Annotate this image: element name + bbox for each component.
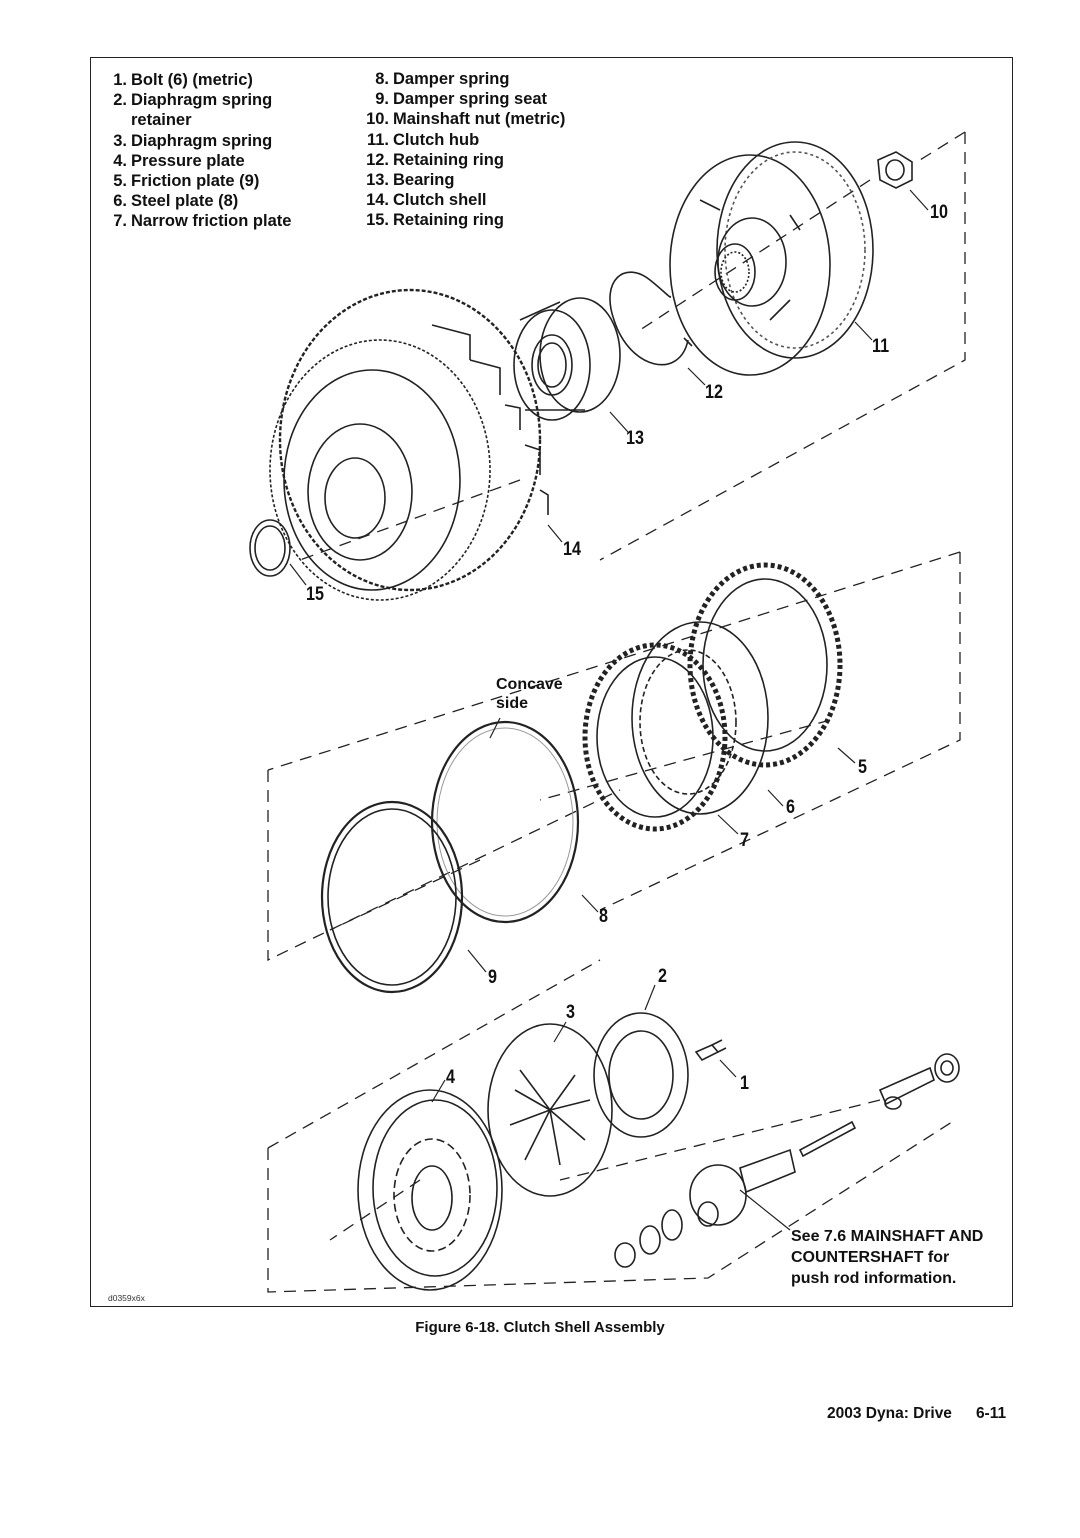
callout-6: 6: [786, 797, 795, 818]
clutch-shell: [269, 288, 549, 601]
clutch-hub: [669, 141, 874, 376]
legend-item-7: 7.Narrow friction plate: [113, 212, 292, 231]
mainshaft-nut: [877, 151, 913, 189]
callout-12: 12: [705, 382, 723, 403]
callout-8: 8: [599, 906, 608, 927]
callout-7: 7: [740, 830, 749, 851]
legend-item-13: 13.Bearing: [366, 171, 455, 190]
legend-item-9: 9.Damper spring seat: [375, 90, 548, 109]
retaining-ring-15: [249, 519, 291, 577]
steel-plate: [631, 621, 769, 815]
friction-plate: [687, 562, 843, 768]
callout-10: 10: [930, 202, 948, 223]
callout-11: 11: [872, 336, 890, 357]
callout-13: 13: [626, 428, 644, 449]
narrow-friction-plate: [582, 642, 728, 832]
legend-item-2-continued: retainer: [131, 111, 192, 130]
legend-item-12: 12.Retaining ring: [366, 150, 504, 169]
callout-9: 9: [488, 967, 497, 988]
drawing-code: d0359x6x: [108, 1293, 145, 1303]
legend-item-14: 14.Clutch shell: [366, 191, 487, 210]
assembly-guide-lines: [267, 131, 966, 1293]
bearing: [513, 297, 621, 421]
callout-14: 14: [563, 539, 581, 560]
legend-item-2: 2.Diaphragm spring: [113, 91, 273, 110]
page-footer: 2003 Dyna: Drive 6-11: [827, 1405, 1006, 1423]
diaphragm-spring-retainer: [593, 1012, 689, 1138]
legend-item-5: 5.Friction plate (9): [113, 172, 260, 191]
concave-side-label: Concave side: [496, 676, 563, 712]
leader-lines: [289, 189, 929, 1231]
legend-left: 1.Bolt (6) (metric) 2.Diaphragm spring r…: [94, 70, 291, 232]
callout-3: 3: [566, 1002, 575, 1023]
legend-item-11: 11.Clutch hub: [366, 130, 480, 149]
legend-item-3: 3.Diaphragm spring: [113, 131, 273, 150]
callout-4: 4: [446, 1067, 455, 1088]
bolt: [694, 1039, 727, 1062]
retaining-ring-12: [609, 271, 689, 366]
legend-item-1: 1.Bolt (6) (metric): [113, 71, 253, 89]
legend-right: 8.Damper spring 9.Damper spring seat 10.…: [356, 69, 565, 231]
legend-item-6: 6.Steel plate (8): [113, 192, 239, 211]
callout-1: 1: [740, 1073, 749, 1094]
legend-item-4: 4.Pressure plate: [113, 151, 245, 170]
footer-manual-title: 2003 Dyna: Drive: [827, 1405, 952, 1422]
diaphragm-spring: [487, 1023, 613, 1197]
legend-item-10: 10.Mainshaft nut (metric): [366, 110, 566, 129]
figure-caption: Figure 6-18. Clutch Shell Assembly: [415, 1319, 665, 1336]
push-rod-note: See 7.6 MAINSHAFT AND COUNTERSHAFT for p…: [791, 1228, 984, 1287]
callout-2: 2: [658, 966, 667, 987]
callout-5: 5: [858, 757, 867, 778]
legend-item-15: 15.Retaining ring: [366, 211, 504, 230]
footer-page-number: 6-11: [975, 1405, 1007, 1422]
legend-item-8: 8.Damper spring: [375, 70, 510, 88]
damper-spring: [430, 720, 580, 924]
pressure-plate: [357, 1089, 503, 1291]
figure-frame: [90, 57, 1013, 1307]
callout-15: 15: [306, 584, 324, 605]
damper-spring-seat: [320, 800, 464, 994]
